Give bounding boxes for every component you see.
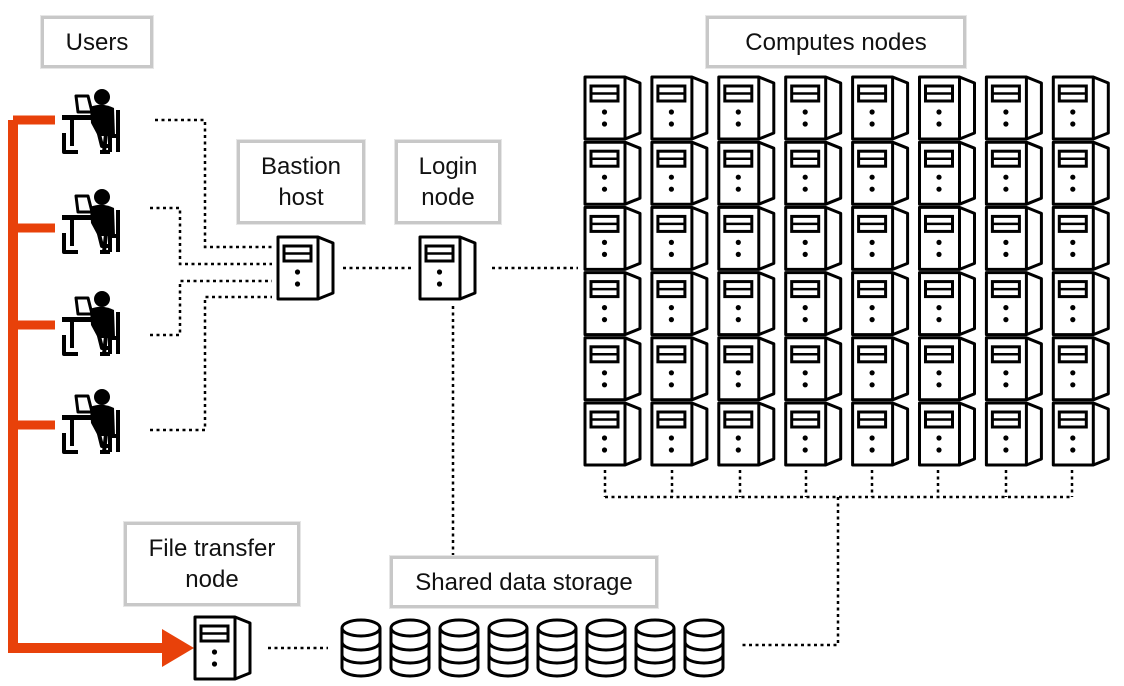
compute-node-icon[interactable] (918, 140, 976, 206)
compute-node-icon[interactable] (717, 205, 776, 271)
compute-nodes-label: Computes nodes (706, 16, 966, 68)
compute-node-icon[interactable] (851, 75, 910, 141)
orange-transfer-path (8, 115, 194, 667)
compute-node-icon[interactable] (650, 140, 709, 206)
login-server-icon[interactable] (418, 235, 477, 301)
compute-node-icon[interactable] (583, 271, 642, 337)
orange-branches (13, 115, 55, 430)
compute-node-icon[interactable] (650, 75, 709, 141)
user-2-bastion-link (150, 206, 272, 266)
login-node-label: Login node (395, 140, 501, 224)
bastion-host-label: Bastion host (237, 140, 365, 224)
compute-node-icon[interactable] (918, 205, 976, 271)
compute-node-icon[interactable] (851, 401, 910, 467)
compute-node-icon[interactable] (583, 140, 642, 206)
storage-disk-icon[interactable] (438, 618, 480, 678)
storage-disk-icon[interactable] (487, 618, 529, 678)
compute-node-icon[interactable] (984, 401, 1043, 467)
compute-grid (583, 75, 1110, 467)
compute-node-icon[interactable] (650, 205, 709, 271)
storage-disk-icon[interactable] (585, 618, 627, 678)
compute-node-icon[interactable] (650, 336, 709, 402)
file-transfer-node-label: File transfer node (124, 522, 300, 606)
shared-data-storage-label: Shared data storage (390, 556, 658, 608)
orange-trunk (8, 120, 165, 653)
user-icon[interactable] (60, 387, 122, 454)
compute-node-icon[interactable] (1051, 75, 1110, 141)
file-transfer-server-icon[interactable] (193, 615, 252, 681)
compute-node-icon[interactable] (650, 401, 709, 467)
storage-disk-icon[interactable] (634, 618, 676, 678)
compute-node-icon[interactable] (784, 336, 843, 402)
compute-node-icon[interactable] (918, 336, 976, 402)
compute-node-icon[interactable] (1051, 336, 1110, 402)
compute-node-icon[interactable] (851, 140, 910, 206)
compute-node-icon[interactable] (1051, 271, 1110, 337)
users-group (60, 87, 122, 454)
compute-node-icon[interactable] (851, 271, 910, 337)
storage-disk-icon[interactable] (389, 618, 431, 678)
compute-node-icon[interactable] (1051, 401, 1110, 467)
compute-node-icon[interactable] (583, 205, 642, 271)
compute-storage-link (742, 497, 840, 647)
orange-arrowhead (162, 629, 194, 667)
storage-disk-icon[interactable] (536, 618, 578, 678)
compute-node-icon[interactable] (984, 75, 1043, 141)
compute-node-icon[interactable] (1051, 205, 1110, 271)
compute-node-icon[interactable] (784, 205, 843, 271)
compute-node-icon[interactable] (717, 271, 776, 337)
compute-node-icon[interactable] (717, 336, 776, 402)
compute-node-icon[interactable] (984, 336, 1043, 402)
storage-array (340, 618, 725, 678)
dotted-connectors (150, 118, 1074, 650)
compute-node-icon[interactable] (784, 271, 843, 337)
user-4-bastion-link (150, 295, 272, 432)
compute-node-icon[interactable] (984, 205, 1043, 271)
compute-node-icon[interactable] (984, 140, 1043, 206)
compute-node-icon[interactable] (650, 271, 709, 337)
users-label: Users (41, 16, 153, 68)
compute-node-icon[interactable] (717, 401, 776, 467)
compute-node-icon[interactable] (918, 271, 976, 337)
compute-node-icon[interactable] (784, 401, 843, 467)
user-3-bastion-link (150, 279, 272, 337)
compute-node-icon[interactable] (583, 401, 642, 467)
compute-node-icon[interactable] (717, 75, 776, 141)
compute-node-icon[interactable] (851, 205, 910, 271)
compute-node-icon[interactable] (1051, 140, 1110, 206)
compute-node-icon[interactable] (784, 75, 843, 141)
user-icon[interactable] (60, 289, 122, 356)
storage-disk-icon[interactable] (340, 618, 382, 678)
compute-node-icon[interactable] (583, 75, 642, 141)
user-icon[interactable] (60, 187, 122, 254)
compute-node-icon[interactable] (851, 336, 910, 402)
compute-node-icon[interactable] (583, 336, 642, 402)
user-1-bastion-link (155, 118, 272, 249)
storage-disk-icon[interactable] (683, 618, 725, 678)
compute-node-icon[interactable] (918, 75, 976, 141)
compute-node-icon[interactable] (918, 401, 976, 467)
user-icon[interactable] (60, 87, 122, 154)
bastion-server-icon[interactable] (276, 235, 335, 301)
compute-node-icon[interactable] (784, 140, 843, 206)
compute-bus (603, 470, 1074, 499)
compute-node-icon[interactable] (984, 271, 1043, 337)
compute-node-icon[interactable] (717, 140, 776, 206)
